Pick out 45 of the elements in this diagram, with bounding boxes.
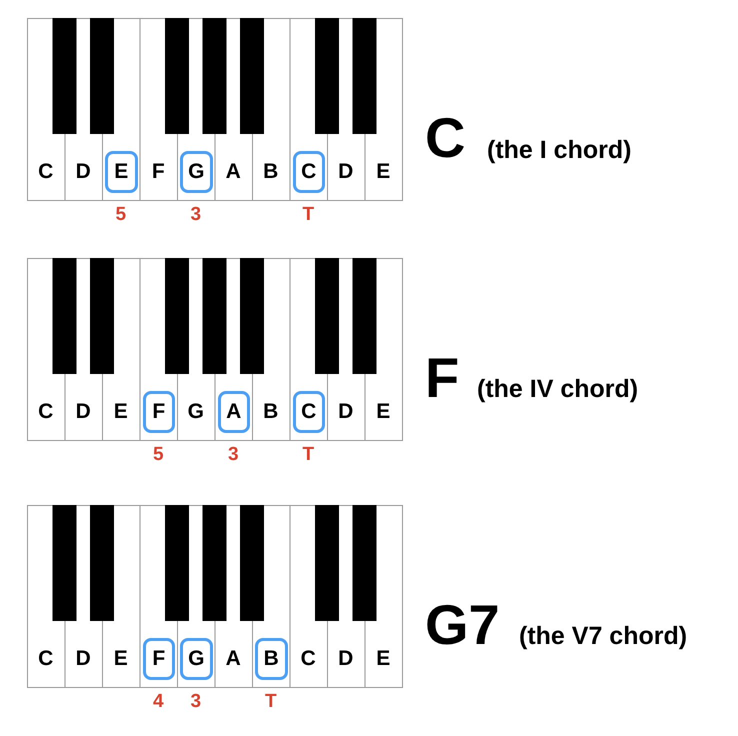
key-letter: F: [150, 160, 166, 184]
key-letter: C: [37, 647, 54, 671]
finger-number: 3: [189, 691, 202, 713]
key-letter: C: [300, 647, 317, 671]
key-letter: A: [224, 160, 242, 184]
key-letter: D: [74, 160, 92, 184]
key-letter: B: [262, 160, 280, 184]
finger-number: T: [301, 444, 316, 466]
key-letter: E: [112, 400, 129, 424]
chord-name: G7: [425, 595, 500, 655]
highlighted-key-box: B: [255, 638, 288, 680]
key-letter: A: [224, 647, 242, 671]
chord-name: F: [425, 348, 460, 408]
chord-description: (the V7 chord): [519, 622, 688, 650]
key-letter: E: [375, 647, 392, 671]
finger-number: 3: [226, 444, 240, 466]
key-letter: D: [74, 400, 92, 424]
chord-name: C: [425, 108, 466, 168]
finger-number: 3: [189, 204, 202, 226]
chord-description: (the I chord): [487, 136, 632, 164]
key-letter: D: [337, 400, 354, 424]
key-letter: C: [37, 400, 54, 424]
finger-number: 5: [152, 444, 165, 466]
finger-number: T: [301, 204, 316, 226]
highlighted-key-box: A: [218, 391, 250, 433]
chord-description: (the IV chord): [477, 375, 638, 403]
key-letter: E: [112, 647, 129, 671]
key-letter: B: [262, 400, 280, 424]
key-letter: E: [375, 400, 392, 424]
key-letter: C: [37, 160, 54, 184]
key-letter: E: [375, 160, 392, 184]
highlighted-key-box: E: [105, 151, 138, 193]
finger-number: 4: [152, 691, 165, 713]
finger-number: T: [264, 691, 278, 713]
highlighted-key-box: C: [292, 151, 325, 193]
key-letter: D: [337, 647, 354, 671]
key-letter: D: [337, 160, 354, 184]
highlighted-key-box: F: [142, 391, 175, 433]
highlighted-key-box: G: [180, 151, 212, 193]
key-letter: G: [186, 400, 205, 424]
highlighted-key-box: C: [292, 391, 325, 433]
finger-number: 5: [114, 204, 128, 226]
highlighted-key-box: F: [142, 638, 175, 680]
key-letter: D: [74, 647, 92, 671]
highlighted-key-box: G: [180, 638, 212, 680]
